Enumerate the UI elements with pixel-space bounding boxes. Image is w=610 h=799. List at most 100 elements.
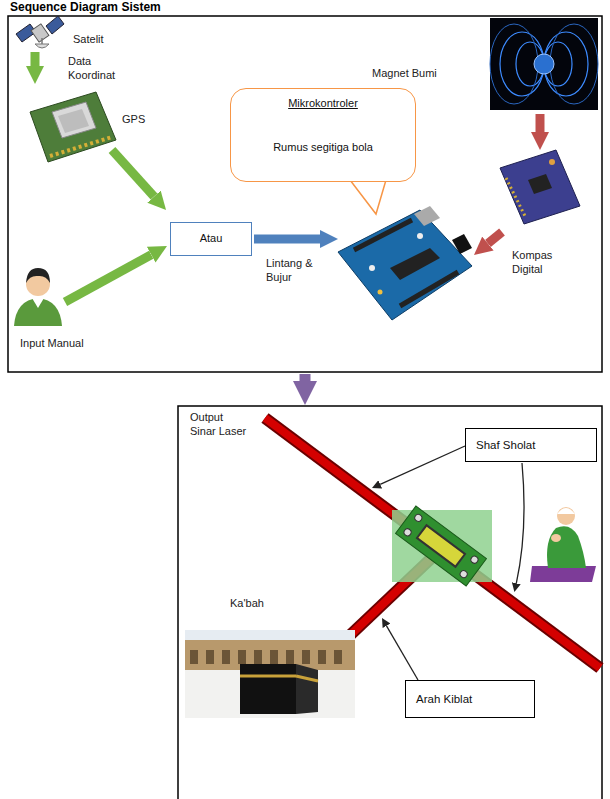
kaaba-photo [238, 650, 246, 664]
box-title: Arah Kiblat [416, 692, 472, 706]
compass-module [500, 150, 580, 224]
kaaba-photo [185, 630, 355, 718]
kaaba-photo [190, 650, 198, 664]
arduino-board [400, 272, 458, 306]
user-icon [26, 268, 50, 283]
part-label: GPS [122, 113, 145, 127]
compass-module [500, 150, 580, 224]
kaaba-photo [318, 650, 326, 664]
laser-device [417, 525, 465, 567]
box-text: Rumus segitiga bola [273, 141, 373, 155]
panel-frame [8, 16, 602, 799]
praying-person [557, 507, 575, 525]
part-label: Input Manual [20, 337, 84, 351]
callout-bubble: MikrokontrolerRumus segitiga bola [230, 88, 416, 182]
kaaba-photo [254, 650, 262, 664]
pointer-arrow [380, 446, 465, 484]
kaaba-photo [286, 650, 294, 664]
user-icon [32, 298, 44, 308]
gps-module [30, 92, 116, 162]
satellite-icon [16, 16, 64, 48]
user-icon [14, 268, 62, 326]
laser-device [470, 555, 480, 565]
arduino-board [354, 220, 412, 250]
part-label: Satelit [73, 33, 104, 47]
satellite-icon [46, 16, 64, 34]
arduino-board [417, 233, 423, 239]
flow-arrow [300, 374, 311, 381]
praying-person [557, 508, 575, 514]
pointer-arrow [387, 626, 419, 680]
praying-person [530, 566, 596, 582]
part-label: Data Koordinat [68, 55, 130, 83]
part-label: Kompas Digital [512, 249, 568, 277]
earth-magnetic-field [534, 54, 554, 74]
earth-magnetic-field [490, 18, 598, 110]
laser-device [459, 569, 469, 579]
part-label: Magnet Bumi [372, 67, 437, 81]
earth-magnetic-field [490, 18, 598, 110]
part-label: Lintang & Bujur [266, 257, 324, 285]
callout-tail [350, 180, 386, 214]
kaaba-photo [302, 650, 310, 664]
box-title: Atau [200, 232, 223, 246]
kaaba-photo [296, 664, 318, 714]
kaaba-photo [185, 630, 355, 718]
kaaba-photo [334, 650, 342, 664]
arduino-board [338, 210, 472, 320]
box-title: Mikrokontroler [288, 97, 358, 111]
laser-device [392, 506, 492, 586]
arduino-board [369, 265, 375, 271]
part-label: Output Sinar Laser [190, 411, 248, 439]
compass-module [506, 178, 526, 218]
diagram-title: Sequence Diagram Sistem [10, 0, 161, 15]
arduino-board [452, 234, 472, 254]
laser-device [396, 506, 487, 586]
flow-arrow [35, 52, 540, 381]
praying-person [547, 526, 586, 568]
compass-module [528, 174, 552, 194]
flow-arrow [254, 235, 320, 244]
pointer-arrow [516, 463, 524, 583]
arduino-board [414, 206, 440, 226]
compass-module [549, 159, 555, 165]
laser-device [413, 513, 423, 523]
gps-module [58, 109, 89, 133]
laser-device [403, 527, 413, 537]
pointer-arrow [380, 446, 524, 680]
arduino-board [338, 206, 472, 320]
laser-device [396, 506, 487, 586]
flow-arrow [488, 232, 502, 244]
kaaba-photo [222, 650, 230, 664]
praying-person [551, 534, 561, 542]
panel-frame [8, 16, 602, 372]
part-label: Ka'bah [230, 597, 264, 611]
flow-arrow [536, 114, 545, 132]
arduino-board [390, 248, 440, 280]
satellite-icon [35, 44, 49, 48]
panel-frame [178, 406, 602, 799]
user-icon [14, 298, 62, 326]
callout-tail [350, 180, 386, 214]
kaaba-photo [206, 650, 214, 664]
choice-box: Atau [170, 222, 252, 256]
flow-arrow [112, 150, 154, 197]
label-box: Arah Kiblat [405, 680, 535, 718]
earth-magnetic-field [490, 24, 538, 104]
gps-module [50, 137, 112, 156]
arduino-board [378, 290, 383, 295]
gps-module [30, 92, 116, 162]
flow-arrow [31, 52, 40, 66]
kaaba-photo [240, 675, 296, 678]
kaaba-photo [190, 650, 342, 664]
kaaba-photo [270, 650, 278, 664]
label-box: Shaf Sholat [465, 428, 597, 462]
box-title: Shaf Sholat [476, 438, 535, 452]
gps-module [52, 102, 96, 138]
earth-magnetic-field [550, 24, 598, 104]
flow-arrow [65, 255, 151, 302]
kaaba-photo [240, 664, 296, 714]
praying-person [530, 507, 596, 582]
kaaba-photo [296, 676, 318, 681]
